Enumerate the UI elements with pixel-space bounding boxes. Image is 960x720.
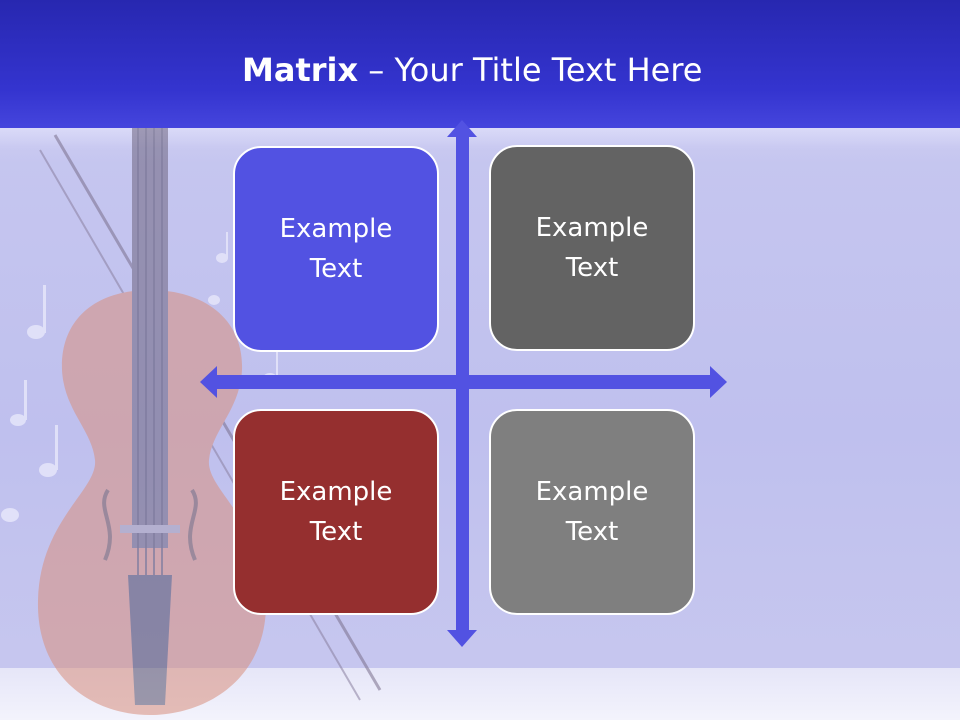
music-note-icon xyxy=(27,325,45,339)
music-note-icon xyxy=(1,508,19,522)
title-bold: Matrix xyxy=(242,51,359,89)
music-note-icon xyxy=(39,463,57,477)
matrix-cell-top-right: Example Text xyxy=(489,145,695,351)
music-note-icon xyxy=(276,350,278,378)
title-banner xyxy=(0,0,960,128)
music-note-icon xyxy=(216,253,228,263)
music-note-icon xyxy=(226,232,228,258)
cell-text: Example Text xyxy=(535,477,649,547)
matrix-cell-top-left: Example Text xyxy=(233,146,439,352)
arrow-left-icon xyxy=(200,366,217,398)
music-note-icon xyxy=(43,285,46,333)
arrow-down-icon xyxy=(447,630,477,647)
violin-tailpiece xyxy=(128,575,172,705)
violin-f-hole xyxy=(102,488,112,561)
music-note-icon xyxy=(24,380,27,420)
music-note-icon xyxy=(55,425,58,470)
slide-title: Matrix – Your Title Text Here xyxy=(242,48,702,92)
cell-text: Example Text xyxy=(535,213,649,283)
music-note-icon xyxy=(10,414,26,426)
cell-text: Example Text xyxy=(279,214,393,284)
matrix-cell-bottom-left: Example Text xyxy=(233,409,439,615)
arrow-up-icon xyxy=(447,120,477,137)
violin-f-hole xyxy=(188,488,198,561)
music-note-icon xyxy=(208,295,220,305)
horizontal-axis xyxy=(216,375,710,389)
matrix-cell-bottom-right: Example Text xyxy=(489,409,695,615)
cell-text: Example Text xyxy=(279,477,393,547)
title-rest: – Your Title Text Here xyxy=(358,51,703,89)
arrow-right-icon xyxy=(710,366,727,398)
violin-bridge xyxy=(120,525,180,533)
